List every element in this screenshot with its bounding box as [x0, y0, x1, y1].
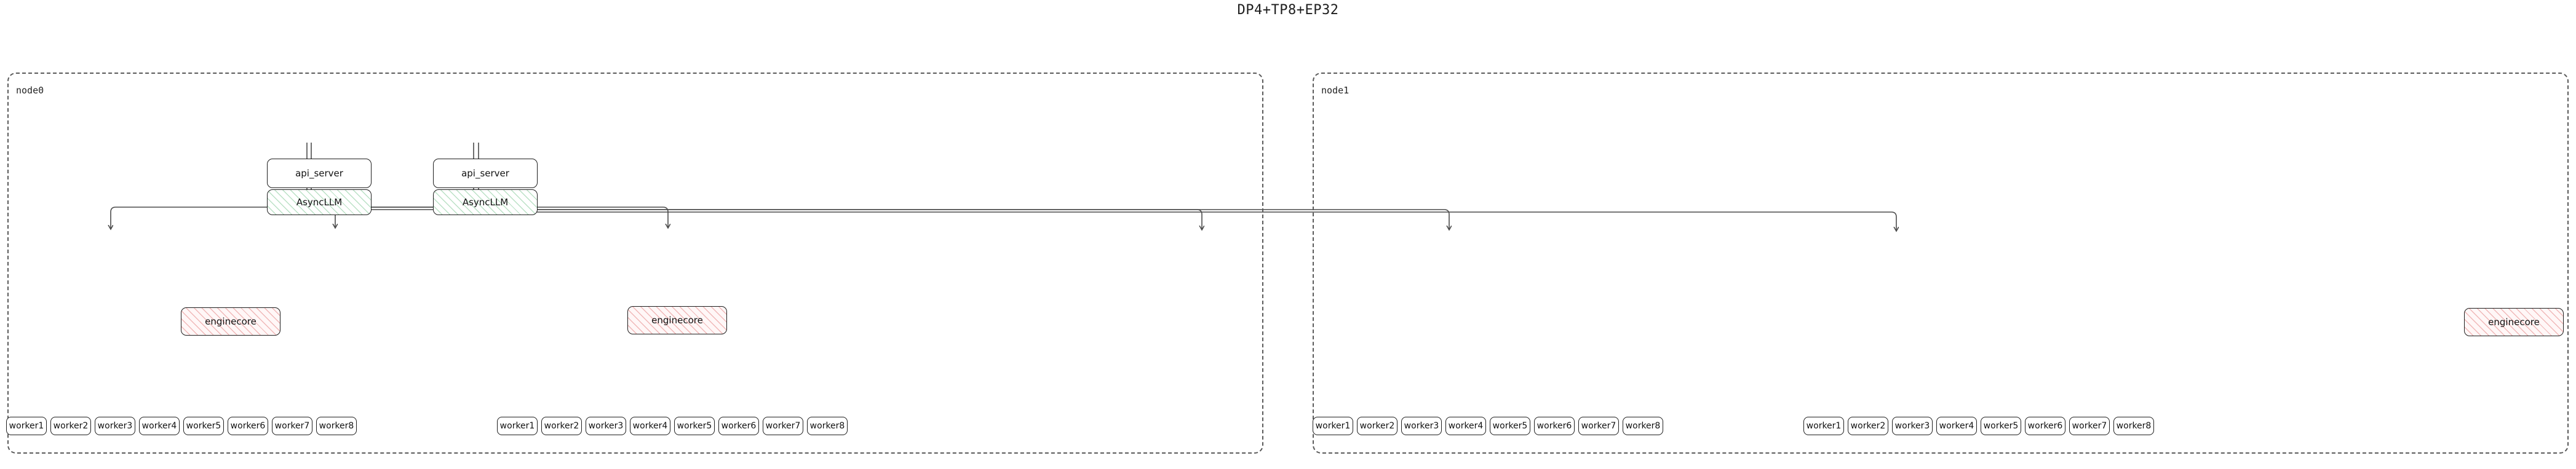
- worker-box-node0-g2-1[interactable]: worker1: [497, 417, 538, 435]
- cluster-label-node0: node0: [16, 85, 44, 96]
- async-llm-box-node0-2[interactable]: AsyncLLM: [433, 189, 538, 215]
- worker-box-node0-g1-2[interactable]: worker2: [50, 417, 91, 435]
- worker-box-node0-g1-8[interactable]: worker8: [316, 417, 357, 435]
- async-llm-box-node0-1[interactable]: AsyncLLM: [267, 189, 372, 215]
- worker-box-node1-g1-5[interactable]: worker5: [1490, 417, 1530, 435]
- worker-box-node0-g1-6[interactable]: worker6: [228, 417, 268, 435]
- worker-box-node1-g1-1[interactable]: worker1: [1313, 417, 1353, 435]
- worker-box-node0-g1-3[interactable]: worker3: [95, 417, 135, 435]
- enginecore-box-node0-2[interactable]: enginecore: [627, 306, 727, 334]
- worker-box-node1-g2-7[interactable]: worker7: [2069, 417, 2110, 435]
- enginecore-box-node1-1[interactable]: enginecore: [2464, 308, 2564, 336]
- enginecore-box-node0-1[interactable]: enginecore: [181, 307, 280, 336]
- cluster-node1: [1313, 73, 2569, 454]
- worker-box-node0-g2-6[interactable]: worker6: [718, 417, 759, 435]
- worker-box-node0-g1-7[interactable]: worker7: [272, 417, 312, 435]
- worker-box-node0-g1-4[interactable]: worker4: [139, 417, 180, 435]
- worker-box-node0-g1-5[interactable]: worker5: [183, 417, 224, 435]
- api-server-box-node0-1[interactable]: api_server: [267, 159, 372, 188]
- worker-box-node1-g2-2[interactable]: worker2: [1848, 417, 1888, 435]
- worker-box-node1-g1-4[interactable]: worker4: [1445, 417, 1486, 435]
- worker-box-node1-g1-3[interactable]: worker3: [1401, 417, 1442, 435]
- worker-box-node0-g2-3[interactable]: worker3: [586, 417, 626, 435]
- cluster-label-node1: node1: [1321, 85, 1350, 96]
- worker-box-node1-g1-2[interactable]: worker2: [1357, 417, 1397, 435]
- worker-box-node1-g2-8[interactable]: worker8: [2113, 417, 2154, 435]
- page-title: DP4+TP8+EP32: [1237, 2, 1339, 18]
- worker-box-node0-g1-1[interactable]: worker1: [6, 417, 47, 435]
- api-server-box-node0-2[interactable]: api_server: [433, 159, 538, 188]
- worker-box-node1-g2-3[interactable]: worker3: [1892, 417, 1933, 435]
- cluster-node0: [7, 73, 1263, 454]
- worker-box-node0-g2-8[interactable]: worker8: [807, 417, 848, 435]
- worker-box-node1-g1-7[interactable]: worker7: [1578, 417, 1619, 435]
- worker-box-node1-g1-8[interactable]: worker8: [1623, 417, 1663, 435]
- worker-box-node0-g2-5[interactable]: worker5: [674, 417, 715, 435]
- worker-box-node1-g2-6[interactable]: worker6: [2025, 417, 2065, 435]
- worker-box-node1-g1-6[interactable]: worker6: [1534, 417, 1575, 435]
- worker-box-node1-g2-5[interactable]: worker5: [1981, 417, 2021, 435]
- worker-box-node1-g2-1[interactable]: worker1: [1803, 417, 1844, 435]
- worker-box-node1-g2-4[interactable]: worker4: [1936, 417, 1977, 435]
- worker-box-node0-g2-7[interactable]: worker7: [763, 417, 803, 435]
- worker-box-node0-g2-4[interactable]: worker4: [630, 417, 670, 435]
- worker-box-node0-g2-2[interactable]: worker2: [541, 417, 582, 435]
